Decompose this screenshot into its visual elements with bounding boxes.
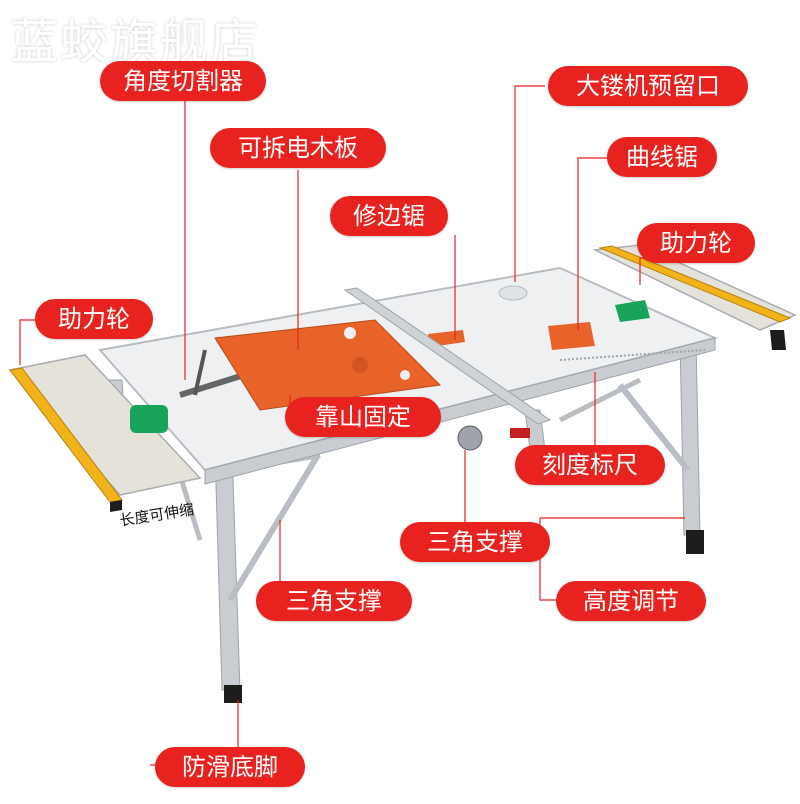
callout-nonslip-feet: 防滑底脚: [155, 747, 305, 787]
callout-big-router-slot: 大镂机预留口: [548, 66, 748, 106]
left-front-foot: [224, 685, 242, 703]
callout-scale-ruler: 刻度标尺: [515, 445, 665, 485]
rip-fence: [343, 287, 552, 425]
green-band: [130, 405, 168, 433]
right-front-foot: [686, 530, 704, 554]
callout-fence-fixing: 靠山固定: [285, 397, 441, 437]
callout-assist-wheel-left: 助力轮: [35, 299, 153, 339]
callout-removable-board: 可拆电木板: [210, 128, 386, 168]
callout-height-adjust: 高度调节: [556, 581, 706, 621]
callout-triangle-brace-center: 三角支撑: [400, 522, 550, 562]
removable-board-plate: [214, 319, 442, 411]
callout-angle-cutter: 角度切割器: [100, 61, 266, 101]
table-legs: [107, 330, 786, 703]
callout-assist-wheel-right: 助力轮: [637, 223, 755, 263]
callout-jigsaw: 曲线锯: [607, 137, 717, 177]
store-watermark: 蓝蛟旗舰店: [10, 14, 261, 70]
callout-trim-saw: 修边锯: [330, 196, 448, 236]
callout-triangle-brace-left: 三角支撑: [256, 581, 412, 621]
triangle-braces: [177, 377, 691, 602]
